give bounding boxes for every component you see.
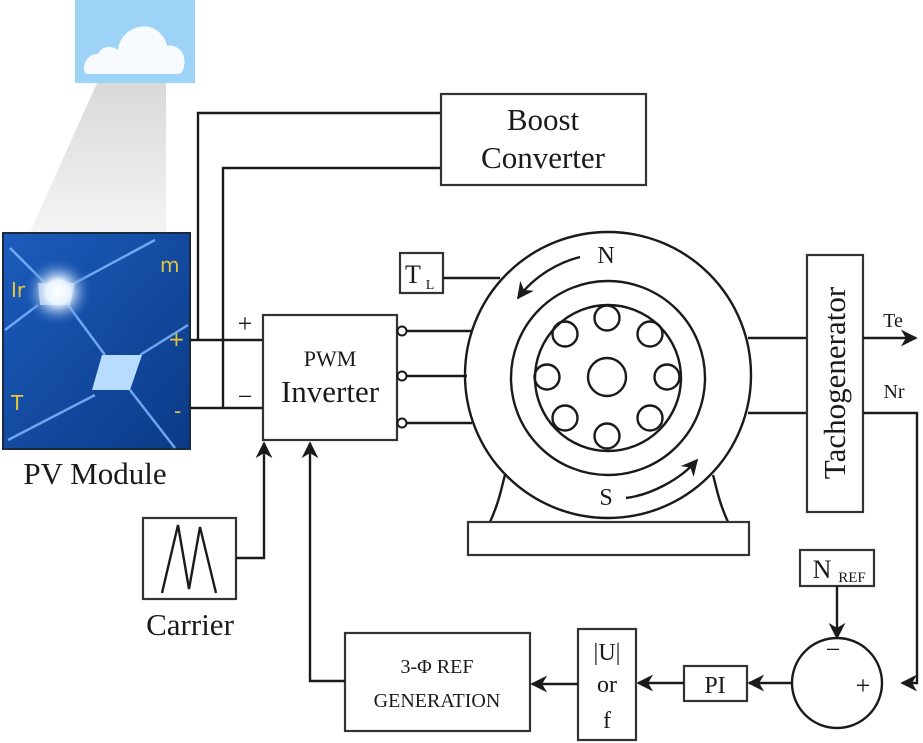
dc-wiring <box>190 111 441 410</box>
pv-module: Ir m + T - <box>2 232 191 450</box>
selector-block: |U| or f <box>530 627 638 742</box>
light-cone <box>30 83 166 232</box>
pwm-inverter-block: PWM Inverter <box>261 313 472 442</box>
temperature-input-label: T <box>10 391 24 415</box>
pwm-inverter-line2: Inverter <box>281 374 380 409</box>
speed-reference-block: N REF <box>798 548 876 640</box>
pi-controller-block: PI <box>636 664 749 703</box>
selector-line1: |U| <box>594 640 621 666</box>
speed-reference-main: N <box>813 555 832 584</box>
pv-module-label: PV Module <box>23 456 166 491</box>
triangle-wave-icon <box>160 524 218 594</box>
weather-illustration <box>30 0 195 232</box>
ref-generation-block: 3-Φ REF GENERATION <box>301 441 532 733</box>
load-torque-sub: L <box>426 278 435 293</box>
summing-plus-label: + <box>856 671 871 700</box>
speed-output-label: Nr <box>883 381 904 403</box>
ref-generation-line1: 3-Φ REF <box>401 656 474 678</box>
minus-output-label: - <box>174 399 181 423</box>
selector-line3: f <box>603 708 611 734</box>
boost-converter-block: Boost Converter <box>439 92 648 187</box>
north-pole-label: N <box>597 243 614 269</box>
irradiance-input-label: Ir <box>11 278 26 302</box>
plus-output-label: + <box>168 327 185 351</box>
pi-controller-label: PI <box>704 673 725 699</box>
summing-junction: − + <box>747 635 884 730</box>
cloud-icon <box>83 26 185 74</box>
carrier-label: Carrier <box>146 607 234 642</box>
selector-line2: or <box>597 672 617 698</box>
induction-motor: N S <box>463 230 807 557</box>
boost-converter-line1: Boost <box>507 102 580 137</box>
summing-minus-label: − <box>826 635 841 664</box>
torque-output-label: Te <box>883 310 903 332</box>
m-output-label: m <box>160 253 179 277</box>
speed-reference-sub: REF <box>838 570 866 586</box>
load-torque-main: T <box>405 260 421 289</box>
boost-converter-line2: Converter <box>481 140 606 175</box>
pwm-inverter-line1: PWM <box>304 346 357 371</box>
south-pole-label: S <box>599 485 612 511</box>
carrier-block: Carrier <box>141 441 273 642</box>
svg-text:T: T <box>405 260 421 289</box>
tachogenerator-label: Tachogenerator <box>817 286 852 479</box>
tachogenerator-block: Tachogenerator Te Nr <box>805 253 919 692</box>
ref-generation-line2: GENERATION <box>374 690 501 712</box>
load-torque-block: T L <box>398 251 500 295</box>
dc-plus-label: + <box>238 309 253 338</box>
dc-minus-label: − <box>238 382 253 411</box>
